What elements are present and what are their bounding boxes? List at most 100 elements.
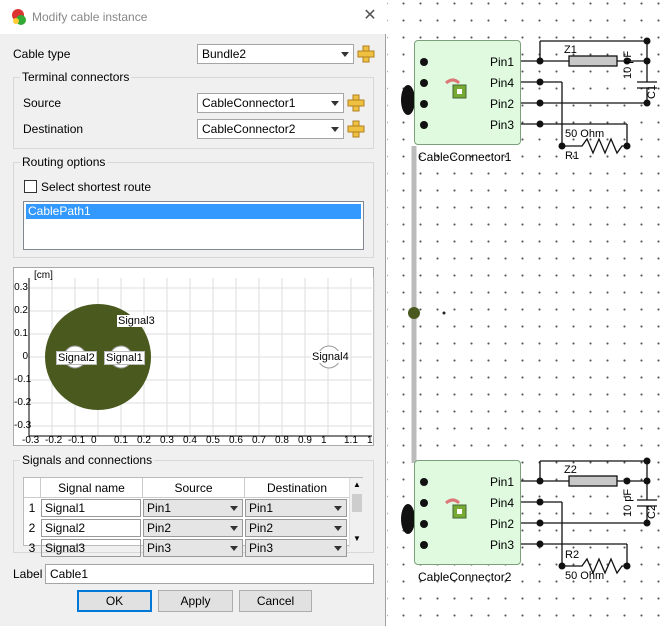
shortest-route-checkbox[interactable] (24, 180, 37, 193)
plot-unit: [cm] (34, 270, 53, 281)
table-scrollbar[interactable]: ▲ ▼ (349, 478, 363, 547)
x-tick-label: 0.8 (275, 435, 289, 446)
cable-type-select[interactable]: Bundle2 (197, 44, 354, 64)
scroll-up-icon[interactable]: ▲ (353, 480, 361, 489)
source-cell-value: Pin1 (147, 501, 172, 515)
col-destination: Destination (244, 478, 349, 498)
terminal-connectors-title: Terminal connectors (20, 70, 132, 84)
top-circuit (517, 40, 657, 155)
r2-value: 50 Ohm (565, 570, 605, 582)
source-cell[interactable]: Pin2 (143, 519, 243, 537)
routing-options-title: Routing options (20, 155, 108, 169)
cap2-value: 10 pF (622, 488, 634, 517)
connector-icon (445, 78, 467, 99)
signals-group-title: Signals and connections (20, 453, 155, 467)
col-signal-name: Signal name (40, 478, 142, 498)
z1-label: Z1 (564, 44, 577, 56)
destination-cell[interactable]: Pin2 (245, 519, 347, 537)
dialog-title: Modify cable instance (32, 10, 148, 24)
source-cell[interactable]: Pin3 (143, 539, 243, 557)
x-tick-label: 1.1 (344, 435, 358, 446)
destination-cell[interactable]: Pin1 (245, 499, 347, 517)
destination-label: Destination (23, 122, 84, 136)
source-cell-value: Pin3 (147, 541, 172, 555)
x-tick-label: 0 (91, 435, 97, 446)
y-tick-label: -0.1 (14, 374, 32, 385)
signal-name-cell[interactable]: Signal1 (41, 499, 141, 517)
schematic-wiring (401, 37, 657, 575)
c1-label: C1 (646, 84, 658, 99)
chevron-down-icon (331, 127, 339, 132)
source-select[interactable]: CableConnector1 (197, 93, 344, 113)
chevron-down-icon (334, 546, 342, 551)
add-destination-icon[interactable] (347, 120, 365, 138)
ok-button[interactable]: OK (77, 590, 152, 612)
cancel-button[interactable]: Cancel (239, 590, 312, 612)
bottom-circuit (517, 460, 657, 575)
signal3-label: Signal3 (117, 315, 156, 327)
source-label: Source (23, 96, 62, 110)
label-input[interactable]: Cable1 (45, 564, 374, 584)
title-bar: Modify cable instance ✕ (0, 0, 386, 34)
col-source: Source (142, 478, 244, 498)
z2-label: Z2 (564, 464, 577, 476)
cable-bundle-node (408, 307, 420, 319)
pin3-label: Pin3 (490, 118, 515, 132)
chevron-down-icon (331, 101, 339, 106)
add-cable-type-icon[interactable] (357, 45, 375, 63)
pin3-label: Pin3 (490, 538, 515, 552)
bundle-circle (45, 304, 151, 410)
shortest-route-label: Select shortest route (41, 180, 152, 194)
y-tick-label: 0.1 (14, 328, 28, 339)
source-cell[interactable]: Pin1 (143, 499, 243, 517)
signal-name-cell[interactable]: Signal2 (41, 519, 141, 537)
route-list-item[interactable]: CablePath1 (26, 204, 361, 219)
destination-cell-value: Pin1 (249, 501, 274, 515)
cable-connector-2[interactable]: Pin1 Pin4 Pin2 Pin3 (414, 460, 521, 565)
connector1-name: CableConnector1 (418, 150, 512, 164)
row-number: 3 (28, 541, 36, 555)
cable-type-label: Cable type (13, 47, 71, 61)
connector2-plug (401, 504, 415, 534)
x-tick-label: 0.4 (183, 435, 197, 446)
cable-type-value: Bundle2 (202, 47, 247, 61)
destination-cell[interactable]: Pin3 (245, 539, 347, 557)
signal2-label: Signal2 (56, 351, 97, 365)
x-tick-label: 0.2 (137, 435, 151, 446)
routing-options-group (13, 162, 374, 258)
x-tick-label: 1 (367, 435, 373, 446)
scroll-thumb[interactable] (352, 494, 362, 512)
pin1-label: Pin1 (490, 55, 515, 69)
add-source-icon[interactable] (347, 94, 365, 112)
modify-cable-dialog: Modify cable instance ✕ Cable type Bundl… (0, 0, 386, 626)
x-tick-label: 0.9 (298, 435, 312, 446)
chevron-down-icon (334, 526, 342, 531)
connector1-plug (401, 85, 415, 115)
close-icon[interactable]: ✕ (363, 7, 377, 24)
table-row: 1 Signal1 Pin1 Pin1 (24, 498, 349, 518)
y-tick-label: -0.3 (14, 420, 32, 431)
terminal-connectors-group (13, 77, 374, 149)
apply-button[interactable]: Apply (158, 590, 233, 612)
cable-connector-1[interactable]: Pin1 Pin4 Pin2 Pin3 (414, 40, 521, 145)
y-tick-label: 0.3 (14, 282, 28, 293)
chevron-down-icon (230, 526, 238, 531)
signal-name-cell[interactable]: Signal3 (41, 539, 141, 557)
connector2-name: CableConnector2 (418, 570, 512, 584)
destination-select[interactable]: CableConnector2 (197, 119, 344, 139)
table-header: Signal name Source Destination (24, 478, 349, 498)
scroll-down-icon[interactable]: ▼ (353, 534, 361, 543)
x-tick-label: 0.7 (252, 435, 266, 446)
destination-value: CableConnector2 (202, 122, 296, 136)
y-tick-label: -0.2 (14, 397, 32, 408)
r1-value: 50 Ohm (565, 128, 605, 140)
pin4-label: Pin4 (490, 76, 515, 90)
row-number: 1 (28, 501, 36, 515)
cap1-value: 10 pF (622, 50, 634, 79)
label-value: Cable1 (50, 567, 89, 581)
route-list[interactable]: CablePath1 (23, 201, 364, 250)
table-row: 3 Signal3 Pin3 Pin3 (24, 538, 349, 558)
